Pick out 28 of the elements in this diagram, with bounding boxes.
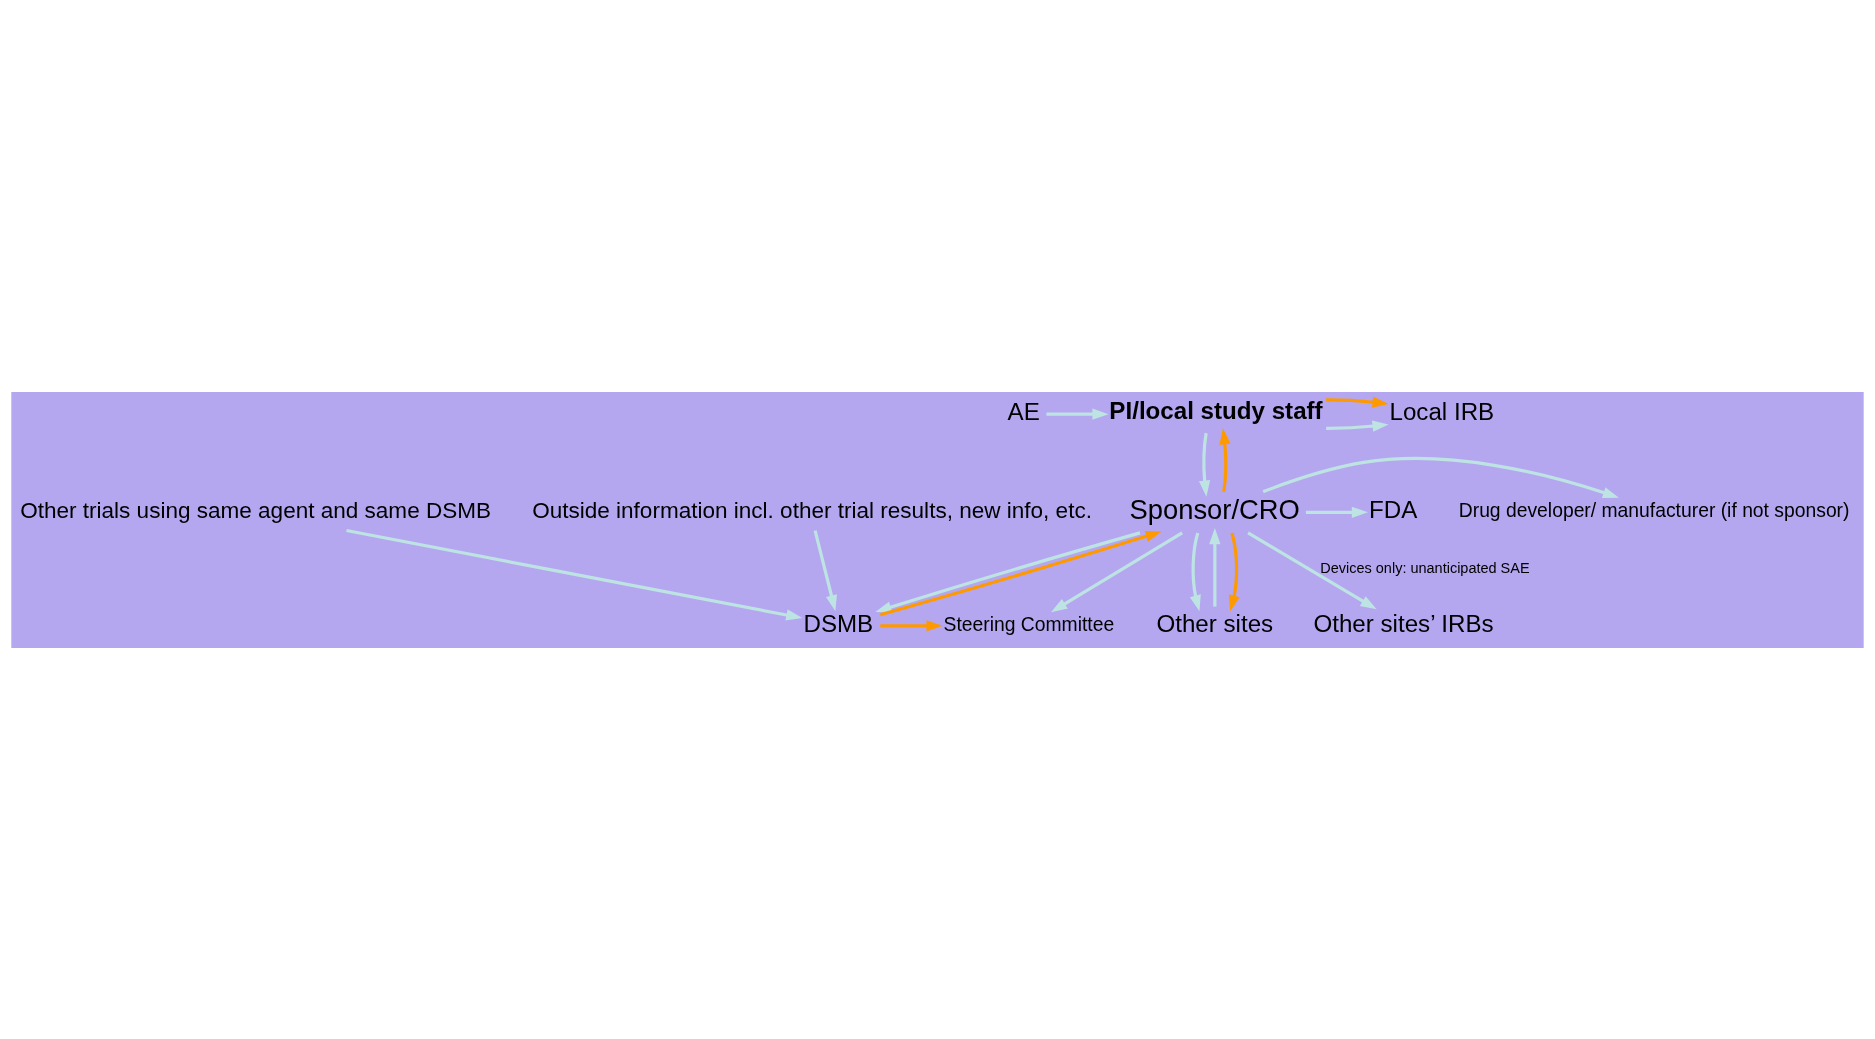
arrow bbox=[880, 619, 943, 631]
arrow bbox=[1305, 506, 1368, 518]
node-text: Local IRB bbox=[1389, 397, 1495, 425]
arrow bbox=[1198, 432, 1211, 497]
arrow bbox=[1262, 456, 1619, 498]
arrow bbox=[1209, 527, 1221, 607]
edge-label: Devices only: unanticipated SAE bbox=[1320, 559, 1530, 576]
node-text: Other sites’ IRBs bbox=[1313, 609, 1494, 637]
arrow bbox=[1046, 408, 1109, 420]
node-text: Outside information incl. other trial results, new info, etc. bbox=[532, 497, 1092, 523]
node-text: AE bbox=[1007, 397, 1040, 425]
arrow bbox=[1051, 531, 1183, 612]
arrow bbox=[1326, 420, 1389, 432]
node-text: Other trials using same agent and same DSMB bbox=[20, 497, 492, 523]
node-text: DSMB bbox=[803, 609, 874, 637]
arrow bbox=[813, 529, 837, 611]
arrow bbox=[1247, 531, 1377, 609]
arrow bbox=[1189, 531, 1201, 611]
arrow bbox=[1228, 532, 1240, 611]
node-text: PI/local study staff bbox=[1109, 396, 1323, 424]
node-text: Other sites bbox=[1156, 609, 1274, 637]
arrow bbox=[1326, 395, 1389, 408]
node-text: Drug developer/ manufacturer (if not sponsor) bbox=[1458, 499, 1850, 521]
node-text: Sponsor/CRO bbox=[1129, 493, 1300, 525]
node-text: FDA bbox=[1369, 495, 1418, 523]
node-text: Steering Committee bbox=[943, 613, 1115, 635]
arrow bbox=[346, 528, 803, 621]
arrow bbox=[1219, 427, 1231, 492]
